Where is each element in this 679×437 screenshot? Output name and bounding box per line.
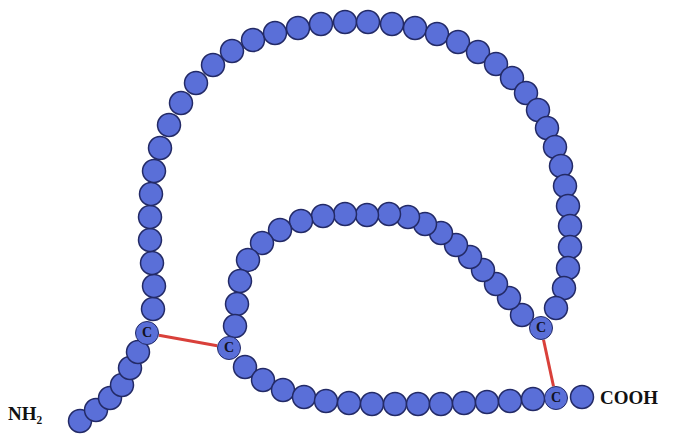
amino-acid-bead — [143, 275, 166, 298]
cysteine-bead: C — [544, 386, 568, 410]
amino-acid-bead — [334, 203, 357, 226]
amino-acid-bead — [290, 210, 313, 233]
residue-letter: C — [536, 321, 546, 335]
amino-acid-bead — [559, 236, 582, 259]
amino-acid-bead — [357, 11, 380, 34]
amino-acid-bead — [356, 204, 379, 227]
amino-acid-bead — [139, 229, 162, 252]
amino-acid-bead — [453, 392, 476, 415]
amino-acid-bead — [224, 315, 247, 338]
amino-acid-bead — [338, 392, 361, 415]
amino-acid-bead — [202, 54, 225, 77]
amino-acid-bead — [499, 390, 522, 413]
amino-acid-bead — [476, 391, 499, 414]
amino-acid-bead — [221, 40, 244, 63]
amino-acid-bead — [554, 175, 577, 198]
amino-acid-bead — [545, 297, 568, 320]
amino-acid-bead — [522, 388, 545, 411]
amino-acid-bead — [287, 17, 310, 40]
amino-acid-bead — [264, 22, 287, 45]
amino-acid-bead — [158, 114, 181, 137]
amino-acid-bead — [384, 393, 407, 416]
amino-acid-bead — [242, 29, 265, 52]
amino-acid-bead — [142, 298, 165, 321]
amino-acid-bead — [381, 13, 404, 36]
disulfide-bond — [544, 340, 554, 387]
amino-acid-bead — [229, 270, 252, 293]
amino-acid-bead — [557, 257, 580, 280]
residue-letter: C — [142, 326, 152, 340]
amino-acid-bead — [334, 11, 357, 34]
amino-acid-bead — [143, 160, 166, 183]
amino-acid-bead — [312, 205, 335, 228]
residue-letter: C — [224, 341, 234, 355]
amino-acid-bead — [170, 92, 193, 115]
amino-acid-bead — [361, 393, 384, 416]
n-terminus-label: NH₂ — [8, 404, 42, 423]
amino-acid-bead — [272, 379, 295, 402]
c-terminus-label: COOH — [600, 388, 658, 407]
amino-acid-bead — [293, 386, 316, 409]
amino-acid-bead — [559, 215, 582, 238]
amino-acid-bead — [378, 203, 401, 226]
amino-acid-bead — [185, 72, 208, 95]
amino-acid-bead — [571, 386, 594, 409]
disulfide-bond — [159, 335, 217, 346]
amino-acid-bead — [237, 249, 260, 272]
amino-acid-bead — [407, 393, 430, 416]
amino-acid-bead — [315, 390, 338, 413]
cysteine-bead: C — [135, 321, 159, 345]
cysteine-bead: C — [529, 316, 553, 340]
amino-acid-bead — [426, 23, 449, 46]
amino-acid-bead — [149, 137, 172, 160]
amino-acid-bead — [140, 183, 163, 206]
amino-acid-bead — [550, 155, 573, 178]
amino-acid-bead — [139, 206, 162, 229]
amino-acid-bead — [430, 393, 453, 416]
amino-acid-bead — [226, 293, 249, 316]
residue-letter: C — [551, 391, 561, 405]
amino-acid-bead — [404, 17, 427, 40]
amino-acid-bead — [310, 13, 333, 36]
cysteine-bead: C — [217, 336, 241, 360]
amino-acid-bead — [141, 252, 164, 275]
